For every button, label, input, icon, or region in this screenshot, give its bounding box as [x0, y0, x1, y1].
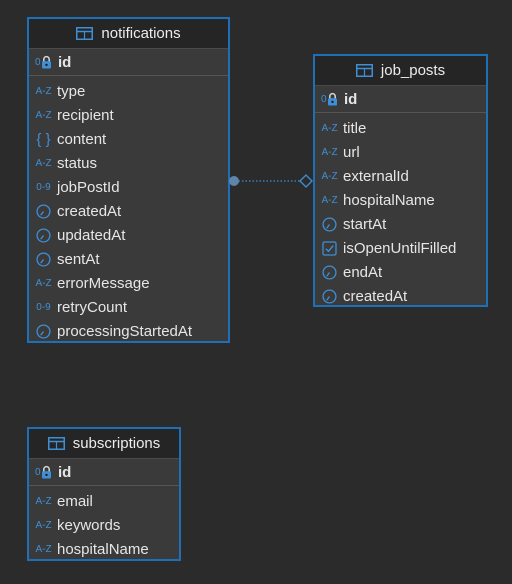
text-type-icon: A-Z: [321, 170, 338, 182]
clock-icon: [321, 288, 338, 304]
primary-key-icon: 0: [35, 465, 55, 479]
column-list: A-Z email A-Z keywords A-Z hospitalName: [29, 486, 179, 561]
column-name: retryCount: [57, 298, 128, 316]
text-type-icon: A-Z: [35, 495, 52, 507]
number-type-icon: 0-9: [36, 301, 51, 313]
column-name: title: [343, 119, 367, 137]
column-name: recipient: [57, 106, 114, 124]
column-name: processingStartedAt: [57, 322, 193, 340]
text-type-icon: A-Z: [321, 146, 338, 158]
column-name: sentAt: [57, 250, 100, 268]
table-icon: [47, 437, 65, 450]
table-icon: [76, 27, 94, 40]
primary-key-icon: 0: [35, 55, 55, 69]
column-row[interactable]: A-Z type: [29, 79, 228, 103]
text-type-icon: A-Z: [321, 122, 338, 134]
column-row[interactable]: createdAt: [315, 284, 486, 308]
column-row[interactable]: A-Z url: [315, 140, 486, 164]
column-row[interactable]: A-Z hospitalName: [315, 188, 486, 212]
column-name: endAt: [343, 263, 383, 281]
column-row[interactable]: A-Z keywords: [29, 513, 179, 537]
column-row[interactable]: A-Z externalId: [315, 164, 486, 188]
text-type-icon: A-Z: [321, 194, 338, 206]
column-name: createdAt: [343, 287, 408, 305]
table-header[interactable]: notifications: [29, 19, 228, 49]
column-row[interactable]: A-Z hospitalName: [29, 537, 179, 561]
column-name: createdAt: [57, 202, 122, 220]
text-type-icon: A-Z: [35, 277, 52, 289]
column-row[interactable]: A-Z errorMessage: [29, 271, 228, 295]
column-name: isOpenUntilFilled: [343, 239, 457, 257]
text-type-icon: A-Z: [35, 157, 52, 169]
table-name: notifications: [101, 25, 181, 42]
column-row[interactable]: 0-9 retryCount: [29, 295, 228, 319]
table-header[interactable]: subscriptions: [29, 429, 179, 459]
clock-icon: [321, 216, 338, 232]
column-name: content: [57, 130, 107, 148]
column-row[interactable]: endAt: [315, 260, 486, 284]
column-row[interactable]: A-Z title: [315, 116, 486, 140]
primary-key-row[interactable]: 0 id: [29, 49, 228, 76]
column-row[interactable]: { } content: [29, 127, 228, 151]
column-row[interactable]: startAt: [315, 212, 486, 236]
column-row[interactable]: isOpenUntilFilled: [315, 236, 486, 260]
column-list: A-Z type A-Z recipient { } content A-Z statu…: [29, 76, 228, 343]
column-name: type: [57, 82, 86, 100]
column-row[interactable]: A-Z recipient: [29, 103, 228, 127]
pk-column-name: id: [58, 53, 72, 71]
text-type-icon: A-Z: [35, 109, 52, 121]
table-subscriptions[interactable]: subscriptions 0 id A-Z email A-Z keywords …: [27, 427, 181, 561]
column-name: email: [57, 492, 93, 510]
column-row[interactable]: 0-9 jobPostId: [29, 175, 228, 199]
table-job-posts[interactable]: job_posts 0 id A-Z title A-Z url A-Z extern…: [313, 54, 488, 307]
clock-icon: [35, 227, 52, 243]
text-type-icon: A-Z: [35, 519, 52, 531]
json-type-icon: { }: [36, 130, 51, 148]
clock-icon: [35, 323, 52, 339]
primary-key-row[interactable]: 0 id: [315, 86, 486, 113]
table-icon: [355, 64, 373, 77]
text-type-icon: A-Z: [35, 543, 52, 555]
clock-icon: [321, 264, 338, 280]
table-header[interactable]: job_posts: [315, 56, 486, 86]
number-type-icon: 0-9: [36, 181, 51, 193]
column-name: errorMessage: [57, 274, 150, 292]
column-name: keywords: [57, 516, 121, 534]
column-row[interactable]: sentAt: [29, 247, 228, 271]
clock-icon: [35, 203, 52, 219]
checkbox-icon: [321, 240, 338, 256]
relationship-source-dot: [229, 176, 239, 186]
column-name: status: [57, 154, 98, 172]
column-name: jobPostId: [57, 178, 120, 196]
text-type-icon: A-Z: [35, 85, 52, 97]
column-row[interactable]: updatedAt: [29, 223, 228, 247]
column-row[interactable]: createdAt: [29, 199, 228, 223]
column-name: startAt: [343, 215, 387, 233]
pk-column-name: id: [58, 463, 72, 481]
column-name: externalId: [343, 167, 409, 185]
column-row[interactable]: processingStartedAt: [29, 319, 228, 343]
column-row[interactable]: A-Z email: [29, 489, 179, 513]
table-name: subscriptions: [72, 435, 161, 452]
column-name: hospitalName: [57, 540, 149, 558]
table-name: job_posts: [380, 62, 446, 79]
table-notifications[interactable]: notifications 0 id A-Z type A-Z recipient …: [27, 17, 230, 343]
clock-icon: [35, 251, 52, 267]
column-name: updatedAt: [57, 226, 126, 244]
primary-key-icon: 0: [321, 92, 341, 106]
relationship-target-diamond: [299, 174, 313, 188]
column-list: A-Z title A-Z url A-Z externalId A-Z hospita…: [315, 113, 486, 308]
primary-key-row[interactable]: 0 id: [29, 459, 179, 486]
pk-column-name: id: [344, 90, 358, 108]
column-row[interactable]: A-Z status: [29, 151, 228, 175]
column-name: hospitalName: [343, 191, 435, 209]
column-name: url: [343, 143, 360, 161]
